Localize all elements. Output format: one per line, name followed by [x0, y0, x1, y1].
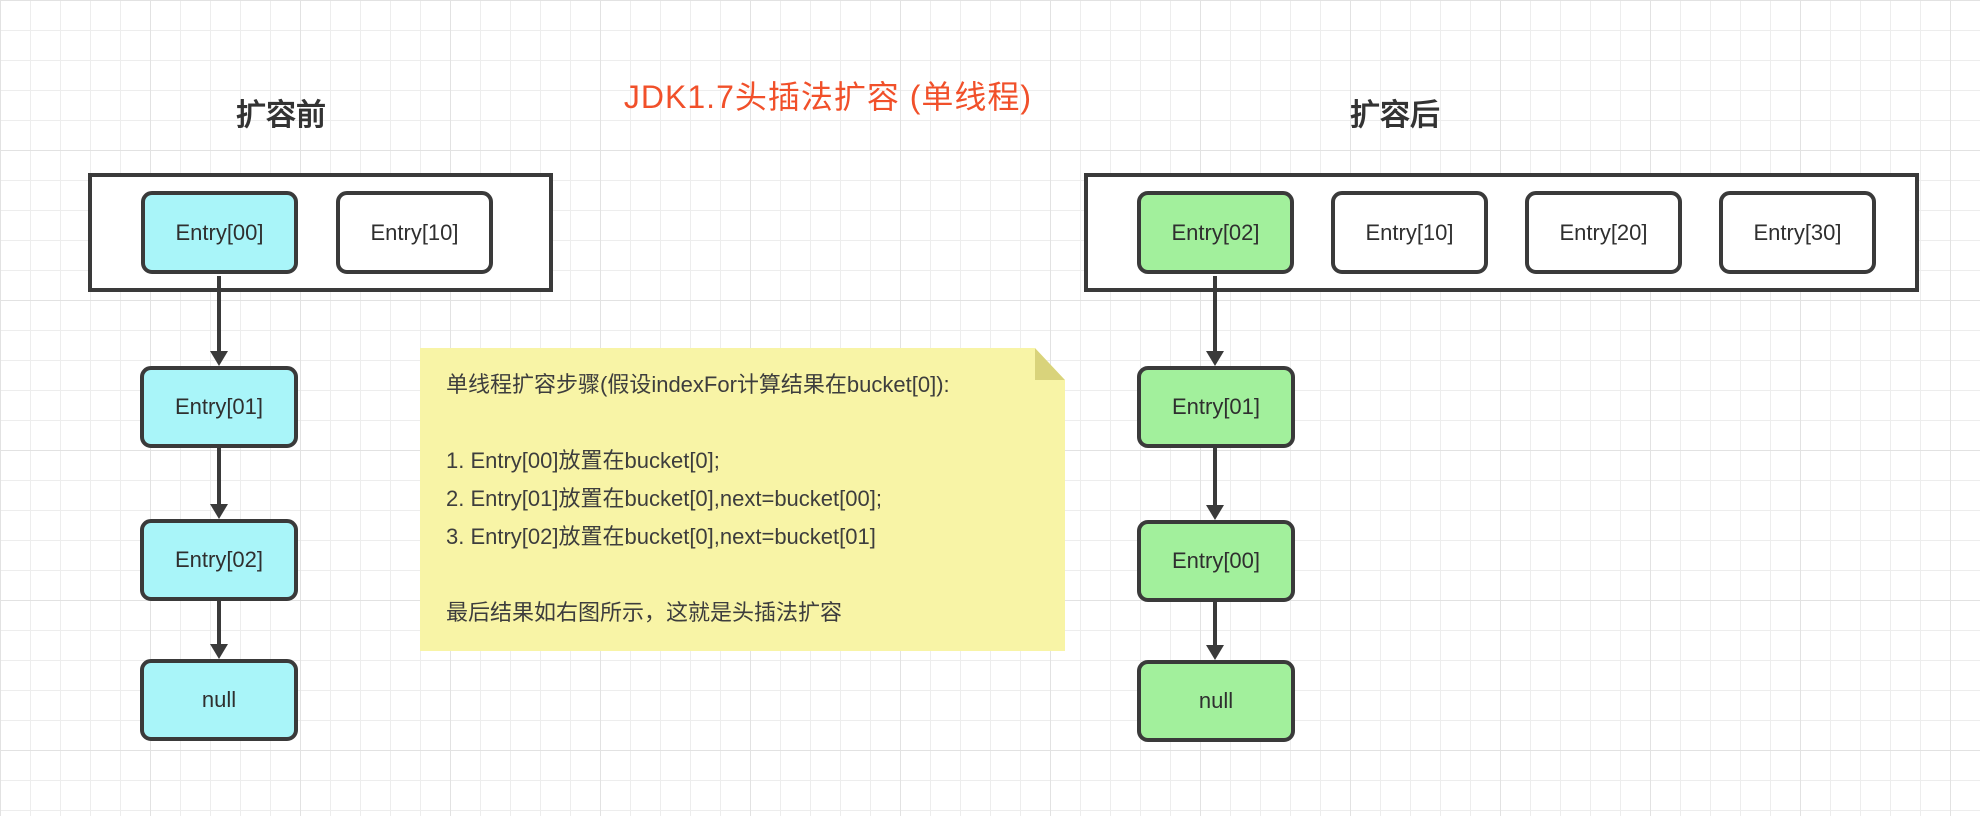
- chain-node-entry00-after: Entry[00]: [1137, 520, 1295, 602]
- entry-node-bucket0-after: Entry[02]: [1137, 191, 1294, 274]
- heading-before-resize: 扩容前: [236, 99, 326, 132]
- note-step-1: 1. Entry[00]放置在bucket[0];: [446, 448, 720, 473]
- sticky-note: 单线程扩容步骤(假设indexFor计算结果在bucket[0]): 1. En…: [420, 348, 1065, 651]
- arrow-down-icon: [1206, 448, 1224, 520]
- bucket-array-after: Entry[02] Entry[10] Entry[20] Entry[30]: [1084, 173, 1919, 292]
- entry-node-bucket1-before: Entry[10]: [336, 191, 493, 274]
- bucket-array-before: Entry[00] Entry[10]: [88, 173, 553, 292]
- entry-node-bucket2-after: Entry[20]: [1525, 191, 1682, 274]
- chain-node-null-after: null: [1137, 660, 1295, 742]
- arrow-down-icon: [210, 601, 228, 659]
- entry-node-bucket1-after: Entry[10]: [1331, 191, 1488, 274]
- heading-after-resize: 扩容后: [1350, 99, 1440, 132]
- note-step-2: 2. Entry[01]放置在bucket[0],next=bucket[00]…: [446, 486, 882, 511]
- chain-node-entry02-before: Entry[02]: [140, 519, 298, 601]
- entry-node-bucket0-before: Entry[00]: [141, 191, 298, 274]
- arrow-down-icon: [210, 448, 228, 519]
- chain-node-entry01-before: Entry[01]: [140, 366, 298, 448]
- note-fold-corner-icon: [1035, 348, 1065, 380]
- chain-node-null-before: null: [140, 659, 298, 741]
- page-title: JDK1.7头插法扩容 (单线程): [623, 79, 1033, 115]
- chain-node-entry01-after: Entry[01]: [1137, 366, 1295, 448]
- entry-node-bucket3-after: Entry[30]: [1719, 191, 1876, 274]
- arrow-down-icon: [210, 276, 228, 366]
- note-footer: 最后结果如右图所示，这就是头插法扩容: [446, 600, 843, 625]
- note-step-3: 3. Entry[02]放置在bucket[0],next=bucket[01]: [446, 524, 876, 549]
- note-title: 单线程扩容步骤(假设indexFor计算结果在bucket[0]):: [446, 372, 950, 397]
- arrow-down-icon: [1206, 276, 1224, 366]
- arrow-down-icon: [1206, 602, 1224, 660]
